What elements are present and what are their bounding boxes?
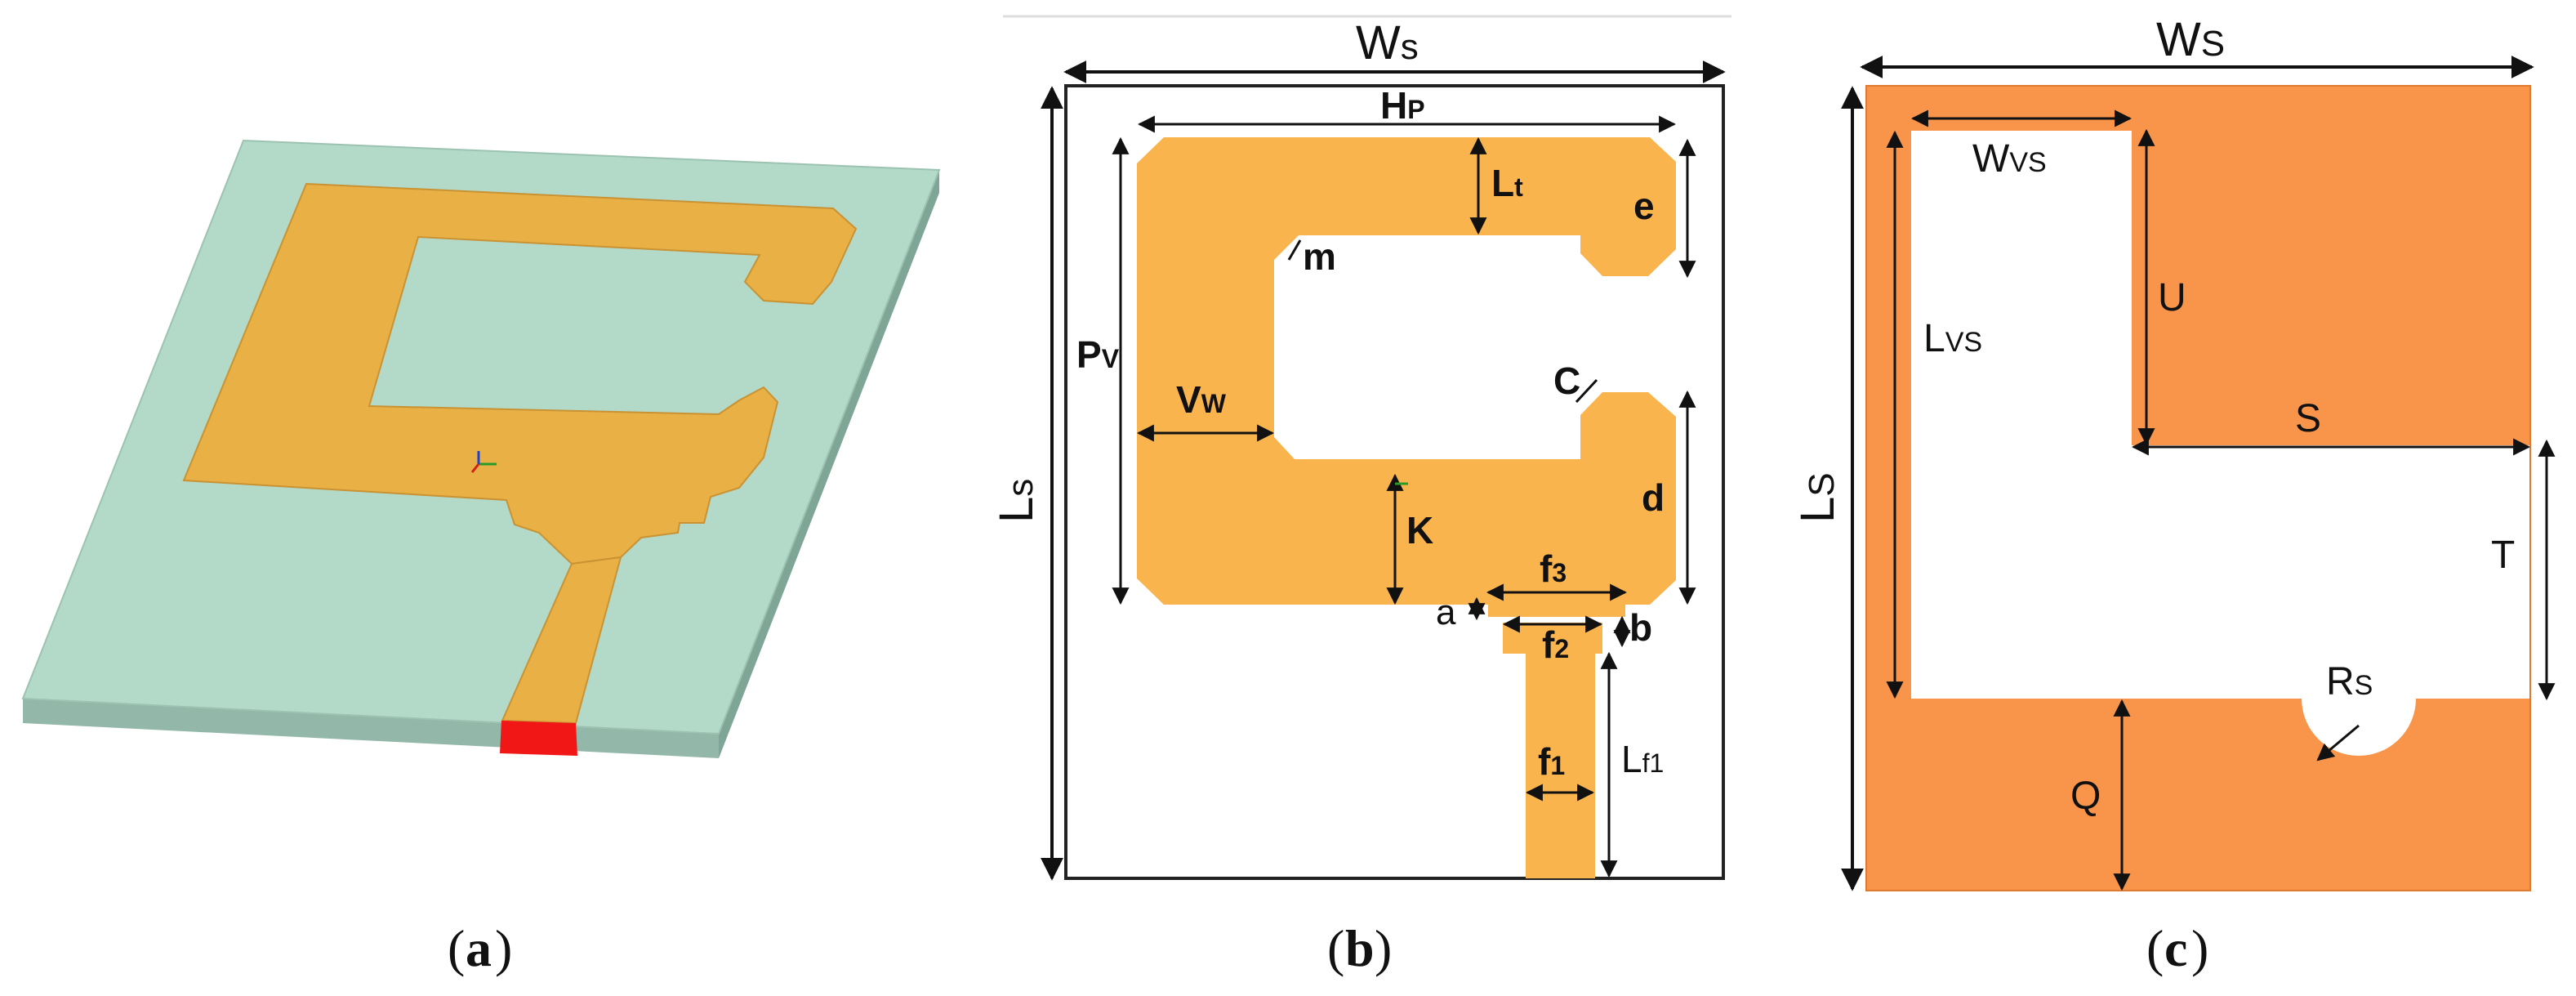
- ground-plane: [1866, 86, 2530, 891]
- caption-a-open: (: [448, 919, 465, 977]
- panel-b-top-layer: Ws HP Lt e m PV VW C Ls K d f3: [990, 15, 1731, 977]
- label-q: Q: [2070, 775, 2101, 818]
- label-ws-c: WS: [2156, 13, 2225, 66]
- label-lf1: Lf1: [1621, 738, 1664, 780]
- caption-b-close: ): [1375, 919, 1392, 977]
- patch-2d: [1137, 137, 1676, 605]
- label-hp: HP: [1380, 84, 1425, 127]
- substrate-right-face: [719, 170, 939, 758]
- caption-b-open: (: [1327, 919, 1344, 977]
- panel-c-ground-plane: WS WVS U LVS S LS T RS Q ( c ): [1791, 13, 2556, 977]
- dim-m-line: [1287, 239, 1302, 261]
- coordinate-axes-icon: [470, 451, 497, 473]
- caption-c-close: ): [2191, 919, 2208, 977]
- feed-step-f3: [1488, 599, 1625, 617]
- label-d: d: [1642, 476, 1665, 519]
- label-rs: RS: [2326, 660, 2373, 703]
- panel-a-3d-antenna: ( a ): [21, 139, 941, 977]
- caption-b-letter: b: [1345, 919, 1375, 977]
- caption-c-letter: c: [2164, 919, 2187, 977]
- label-e: e: [1633, 185, 1655, 227]
- patch-3d: [182, 182, 858, 565]
- label-u: U: [2158, 276, 2186, 319]
- label-c: C: [1553, 360, 1580, 402]
- label-f1: f1: [1538, 740, 1565, 783]
- label-m: m: [1303, 235, 1336, 278]
- caption-a-close: ): [495, 919, 512, 977]
- feed-line-f1: [1526, 652, 1595, 878]
- substrate-outline: [1064, 84, 1725, 880]
- label-lt: Lt: [1491, 162, 1523, 204]
- caption-a-letter: a: [466, 919, 492, 977]
- label-f2: f2: [1542, 623, 1569, 666]
- label-t: T: [2491, 534, 2515, 577]
- label-ls-c: LS: [1791, 472, 1844, 523]
- caption-c-open: (: [2146, 919, 2164, 977]
- label-vw: VW: [1176, 378, 1227, 421]
- label-pv: PV: [1076, 333, 1120, 376]
- label-a: a: [1436, 592, 1456, 632]
- label-wvs: WVS: [1972, 137, 2047, 181]
- label-b: b: [1629, 606, 1652, 649]
- label-s: S: [2295, 397, 2321, 440]
- feed-port: [500, 721, 577, 756]
- dim-c-line: [1575, 378, 1598, 404]
- label-ls: Ls: [990, 479, 1043, 523]
- label-f3: f3: [1540, 547, 1567, 590]
- ground-outline: [1865, 85, 2531, 891]
- label-ws: Ws: [1356, 16, 1419, 69]
- label-lvs: LVS: [1923, 317, 1982, 360]
- label-k: K: [1406, 509, 1433, 552]
- dim-rs-line: [2316, 724, 2360, 762]
